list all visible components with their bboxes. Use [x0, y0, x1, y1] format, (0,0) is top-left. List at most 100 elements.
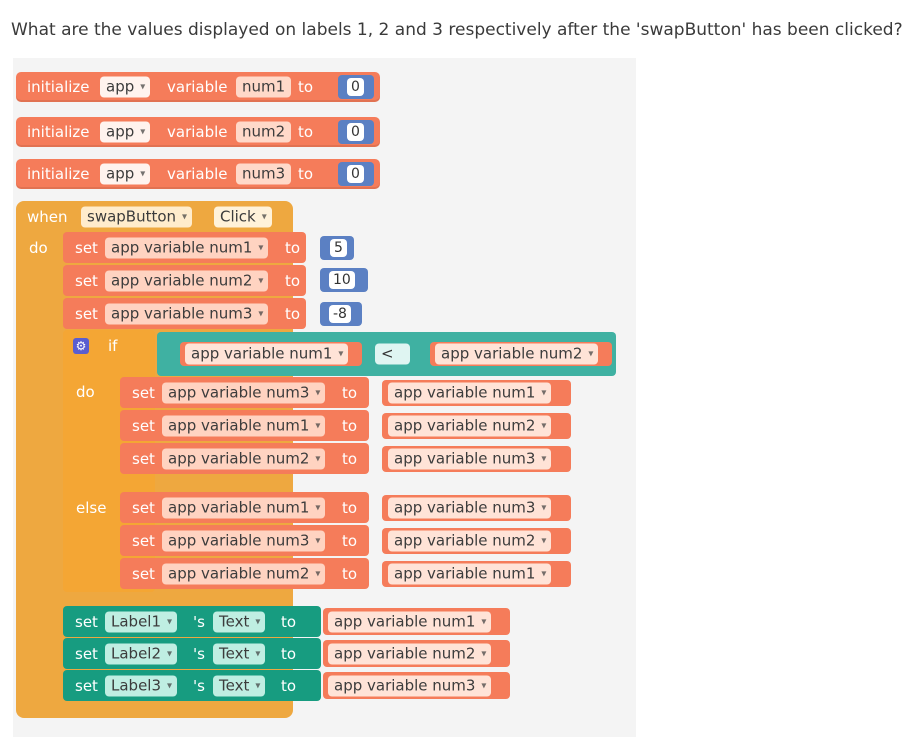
to-keyword: to [298, 78, 314, 96]
property-dropdown[interactable]: Text [213, 643, 266, 664]
number-value[interactable]: -8 [329, 305, 351, 323]
get-variable-block[interactable]: app variable num2 [430, 342, 612, 366]
set-variable-block[interactable]: set app variable num1 to [120, 492, 369, 523]
set-variable-block[interactable]: set app variable num2 to [120, 443, 369, 474]
scope-dropdown[interactable]: app [100, 76, 151, 98]
variable-dropdown[interactable]: app variable num1 [185, 343, 349, 365]
variable-dropdown[interactable]: app variable num2 [105, 270, 269, 291]
init-global-num1-block[interactable]: initialize app variable num1 to 0 [16, 72, 380, 102]
number-block[interactable]: 5 [320, 236, 354, 260]
variable-dropdown[interactable]: app variable num2 [162, 448, 326, 469]
to-keyword: to [342, 531, 358, 550]
component-dropdown[interactable]: Label2 [105, 643, 178, 664]
set-keyword: set [132, 383, 155, 402]
get-variable-block[interactable]: app variable num3 [382, 446, 571, 472]
set-variable-block[interactable]: set app variable num2 to [120, 558, 369, 589]
get-variable-block[interactable]: app variable num2 [382, 413, 571, 439]
do-keyword: do [29, 239, 48, 257]
to-keyword: to [342, 564, 358, 583]
variable-dropdown[interactable]: app variable num1 [388, 382, 552, 404]
get-variable-block[interactable]: app variable num1 [323, 608, 510, 635]
set-variable-block[interactable]: set app variable num3 to [120, 525, 369, 556]
variable-dropdown[interactable]: app variable num2 [328, 643, 492, 664]
variable-keyword: variable [167, 123, 228, 141]
set-keyword: set [75, 612, 98, 631]
set-variable-block[interactable]: set app variable num3 to [120, 377, 369, 408]
number-value[interactable]: 0 [347, 78, 364, 96]
variable-dropdown[interactable]: app variable num3 [162, 382, 326, 403]
when-keyword: when [27, 208, 68, 226]
variable-dropdown[interactable]: app variable num1 [388, 563, 552, 585]
number-block[interactable]: 0 [338, 162, 374, 186]
set-keyword: set [75, 676, 98, 695]
number-block[interactable]: 0 [338, 75, 374, 99]
get-variable-block[interactable]: app variable num3 [323, 672, 510, 699]
variable-name-field[interactable]: num3 [236, 163, 292, 185]
compare-block[interactable]: app variable num1 < app variable num2 [157, 332, 616, 376]
get-variable-block[interactable]: app variable num1 [382, 380, 571, 406]
number-value[interactable]: 10 [329, 271, 355, 289]
set-label-text-block[interactable]: set Label2 's Text to [63, 638, 321, 669]
variable-dropdown[interactable]: app variable num2 [388, 415, 552, 437]
set-variable-block[interactable]: set app variable num1 to [120, 410, 369, 441]
number-block[interactable]: -8 [320, 302, 362, 326]
set-keyword: set [75, 238, 98, 257]
variable-name-field[interactable]: num1 [236, 76, 292, 98]
to-keyword: to [281, 644, 297, 663]
number-value[interactable]: 0 [347, 165, 364, 183]
variable-name-field[interactable]: num2 [236, 121, 292, 143]
set-variable-block[interactable]: set app variable num1 to [63, 232, 306, 263]
gear-icon[interactable]: ⚙ [73, 338, 89, 354]
to-keyword: to [342, 449, 358, 468]
variable-dropdown[interactable]: app variable num3 [388, 448, 552, 470]
to-keyword: to [281, 676, 297, 695]
init-global-num3-block[interactable]: initialize app variable num3 to 0 [16, 159, 380, 189]
initialize-keyword: initialize [27, 123, 90, 141]
get-variable-block[interactable]: app variable num1 [382, 561, 571, 587]
number-value[interactable]: 0 [347, 123, 364, 141]
question-text: What are the values displayed on labels … [11, 20, 903, 40]
component-dropdown[interactable]: Label1 [105, 611, 178, 632]
component-dropdown[interactable]: Label3 [105, 675, 178, 696]
variable-dropdown[interactable]: app variable num3 [105, 303, 269, 324]
get-variable-block[interactable]: app variable num2 [382, 528, 571, 554]
scope-dropdown[interactable]: app [100, 163, 151, 185]
set-keyword: set [132, 498, 155, 517]
operator-dropdown[interactable]: < [375, 343, 410, 365]
event-dropdown[interactable]: Click [214, 206, 272, 228]
to-keyword: to [285, 304, 301, 323]
variable-dropdown[interactable]: app variable num2 [388, 530, 552, 552]
variable-dropdown[interactable]: app variable num2 [162, 563, 326, 584]
set-variable-block[interactable]: set app variable num2 to [63, 265, 306, 296]
property-dropdown[interactable]: Text [213, 675, 266, 696]
variable-dropdown[interactable]: app variable num3 [162, 530, 326, 551]
possessive-keyword: 's [193, 612, 205, 631]
variable-dropdown[interactable]: app variable num1 [328, 611, 492, 632]
variable-dropdown[interactable]: app variable num3 [328, 675, 492, 696]
set-label-text-block[interactable]: set Label3 's Text to [63, 670, 321, 701]
to-keyword: to [298, 123, 314, 141]
number-block[interactable]: 10 [320, 268, 368, 292]
set-variable-block[interactable]: set app variable num3 to [63, 298, 306, 329]
number-value[interactable]: 5 [330, 239, 347, 257]
to-keyword: to [285, 271, 301, 290]
possessive-keyword: 's [193, 644, 205, 663]
variable-dropdown[interactable]: app variable num1 [162, 497, 326, 518]
variable-dropdown[interactable]: app variable num2 [435, 343, 599, 365]
component-dropdown[interactable]: swapButton [81, 206, 193, 228]
number-block[interactable]: 0 [338, 120, 374, 144]
set-keyword: set [75, 304, 98, 323]
get-variable-block[interactable]: app variable num3 [382, 495, 571, 521]
variable-dropdown[interactable]: app variable num1 [105, 237, 269, 258]
variable-dropdown[interactable]: app variable num1 [162, 415, 326, 436]
set-keyword: set [132, 449, 155, 468]
set-keyword: set [75, 271, 98, 290]
set-label-text-block[interactable]: set Label1 's Text to [63, 606, 321, 637]
variable-dropdown[interactable]: app variable num3 [388, 497, 552, 519]
init-global-num2-block[interactable]: initialize app variable num2 to 0 [16, 117, 380, 147]
get-variable-block[interactable]: app variable num2 [323, 640, 510, 667]
scope-dropdown[interactable]: app [100, 121, 151, 143]
blocks-workspace[interactable]: initialize app variable num1 to 0 initia… [13, 58, 636, 737]
property-dropdown[interactable]: Text [213, 611, 266, 632]
get-variable-block[interactable]: app variable num1 [180, 342, 362, 366]
